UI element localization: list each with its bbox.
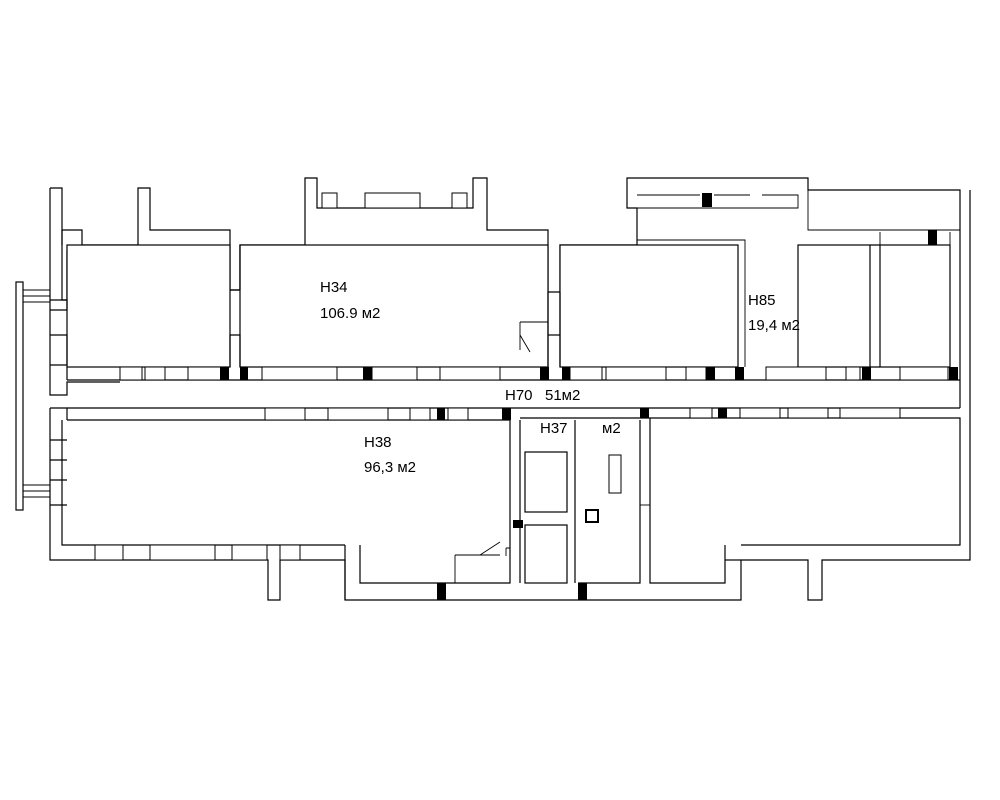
room-h70-area: 51м2 [545, 387, 580, 404]
room-h38-name: Н38 [364, 434, 392, 451]
room-labels: Н34 106.9 м2 Н85 19,4 м2 Н70 51м2 Н37 м2… [320, 279, 800, 476]
balcony [15, 281, 68, 511]
room-h85-name: Н85 [748, 292, 776, 309]
top-bays [61, 190, 960, 246]
room-h38-area: 96,3 м2 [364, 459, 416, 476]
corridor [66, 366, 961, 546]
outer-walls [49, 177, 971, 601]
room-h34-name: Н34 [320, 279, 348, 296]
room-h37-area: м2 [602, 420, 621, 437]
room-h70-name: Н70 [505, 387, 533, 404]
room-h34-area: 106.9 м2 [320, 305, 380, 322]
columns [220, 193, 958, 600]
upper-rooms [66, 239, 951, 368]
room-h37-name: Н37 [540, 420, 568, 437]
room-h85-area: 19,4 м2 [748, 317, 800, 334]
lower-rooms [94, 417, 741, 600]
